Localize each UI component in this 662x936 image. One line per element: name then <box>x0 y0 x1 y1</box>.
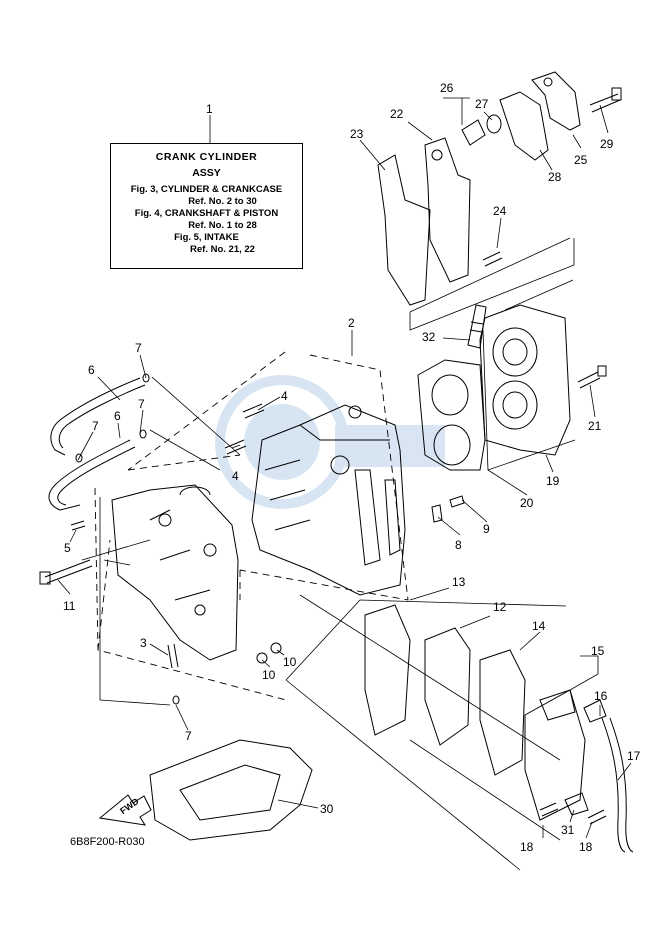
callout-11: 11 <box>63 599 76 613</box>
callout-9: 9 <box>483 522 490 536</box>
guide-lines <box>81 237 576 871</box>
assy-note-fig: Fig. 4, CRANKSHAFT & PISTON <box>134 208 279 219</box>
callout-numbers: 1 2 3 4 4 5 6 6 7 7 7 7 8 9 10 10 11 12 … <box>63 81 641 854</box>
callout-7: 7 <box>138 397 145 411</box>
assy-note-title: CRANK CYLINDER <box>155 151 258 163</box>
manifold-gaskets <box>377 137 471 306</box>
callout-14: 14 <box>532 619 546 633</box>
callout-13: 13 <box>452 575 466 589</box>
diagram-code: 6B8F200-R030 <box>70 836 145 848</box>
crankcase <box>111 484 239 661</box>
callout-20: 20 <box>520 496 534 510</box>
callout-27: 27 <box>475 97 489 111</box>
base-gasket <box>149 739 313 841</box>
cylinder-head <box>479 304 571 456</box>
cylinder-block <box>251 404 406 596</box>
lower-gaskets <box>364 604 607 821</box>
callout-26: 26 <box>440 81 454 95</box>
callout-18: 18 <box>579 840 593 854</box>
callout-29: 29 <box>600 137 614 151</box>
callout-31: 31 <box>561 823 575 837</box>
callout-28: 28 <box>548 170 562 184</box>
assy-note-ref: Ref. No. 21, 22 <box>190 244 255 255</box>
callout-24: 24 <box>493 204 507 218</box>
callout-12: 12 <box>493 600 507 614</box>
callout-10: 10 <box>283 655 297 669</box>
assy-note-fig: Fig. 5, INTAKE <box>174 232 239 243</box>
callout-23: 23 <box>350 127 364 141</box>
watermark-logo <box>215 375 445 509</box>
callout-32: 32 <box>422 330 436 344</box>
callout-6: 6 <box>114 409 121 423</box>
callout-21: 21 <box>588 419 602 433</box>
callout-10: 10 <box>262 668 276 682</box>
head-gasket <box>417 359 486 471</box>
bolts <box>39 87 622 825</box>
assy-note-ref: Ref. No. 1 to 28 <box>188 220 257 231</box>
assy-note-box: CRANK CYLINDER ASSY Fig. 3, CYLINDER & C… <box>110 143 303 269</box>
assy-note-ref: Ref. No. 2 to 30 <box>188 196 257 207</box>
callout-30: 30 <box>320 802 334 816</box>
callout-25: 25 <box>574 153 588 167</box>
callout-17: 17 <box>627 749 641 763</box>
callout-1: 1 <box>206 102 213 116</box>
callout-18: 18 <box>520 840 534 854</box>
callout-7: 7 <box>185 729 192 743</box>
callout-4: 4 <box>232 469 239 483</box>
callout-6: 6 <box>88 363 95 377</box>
callout-4: 4 <box>281 389 288 403</box>
thermostat-cover <box>461 71 581 161</box>
fwd-label: FWD <box>118 796 141 816</box>
hoses <box>48 373 634 853</box>
callout-16: 16 <box>594 689 608 703</box>
callout-15: 15 <box>591 644 605 658</box>
callout-7: 7 <box>135 341 142 355</box>
callout-3: 3 <box>140 636 147 650</box>
leader-lines <box>57 98 632 839</box>
spark-plug <box>467 304 487 349</box>
callout-5: 5 <box>64 541 71 555</box>
fwd-arrow: FWD <box>98 794 152 826</box>
assy-note-subtitle: ASSY <box>192 167 221 179</box>
callout-19: 19 <box>546 474 560 488</box>
callout-2: 2 <box>348 316 355 330</box>
callout-7: 7 <box>92 419 99 433</box>
callout-22: 22 <box>390 107 404 121</box>
callout-8: 8 <box>455 538 462 552</box>
assy-note-fig: Fig. 3, CYLINDER & CRANKCASE <box>130 184 283 195</box>
